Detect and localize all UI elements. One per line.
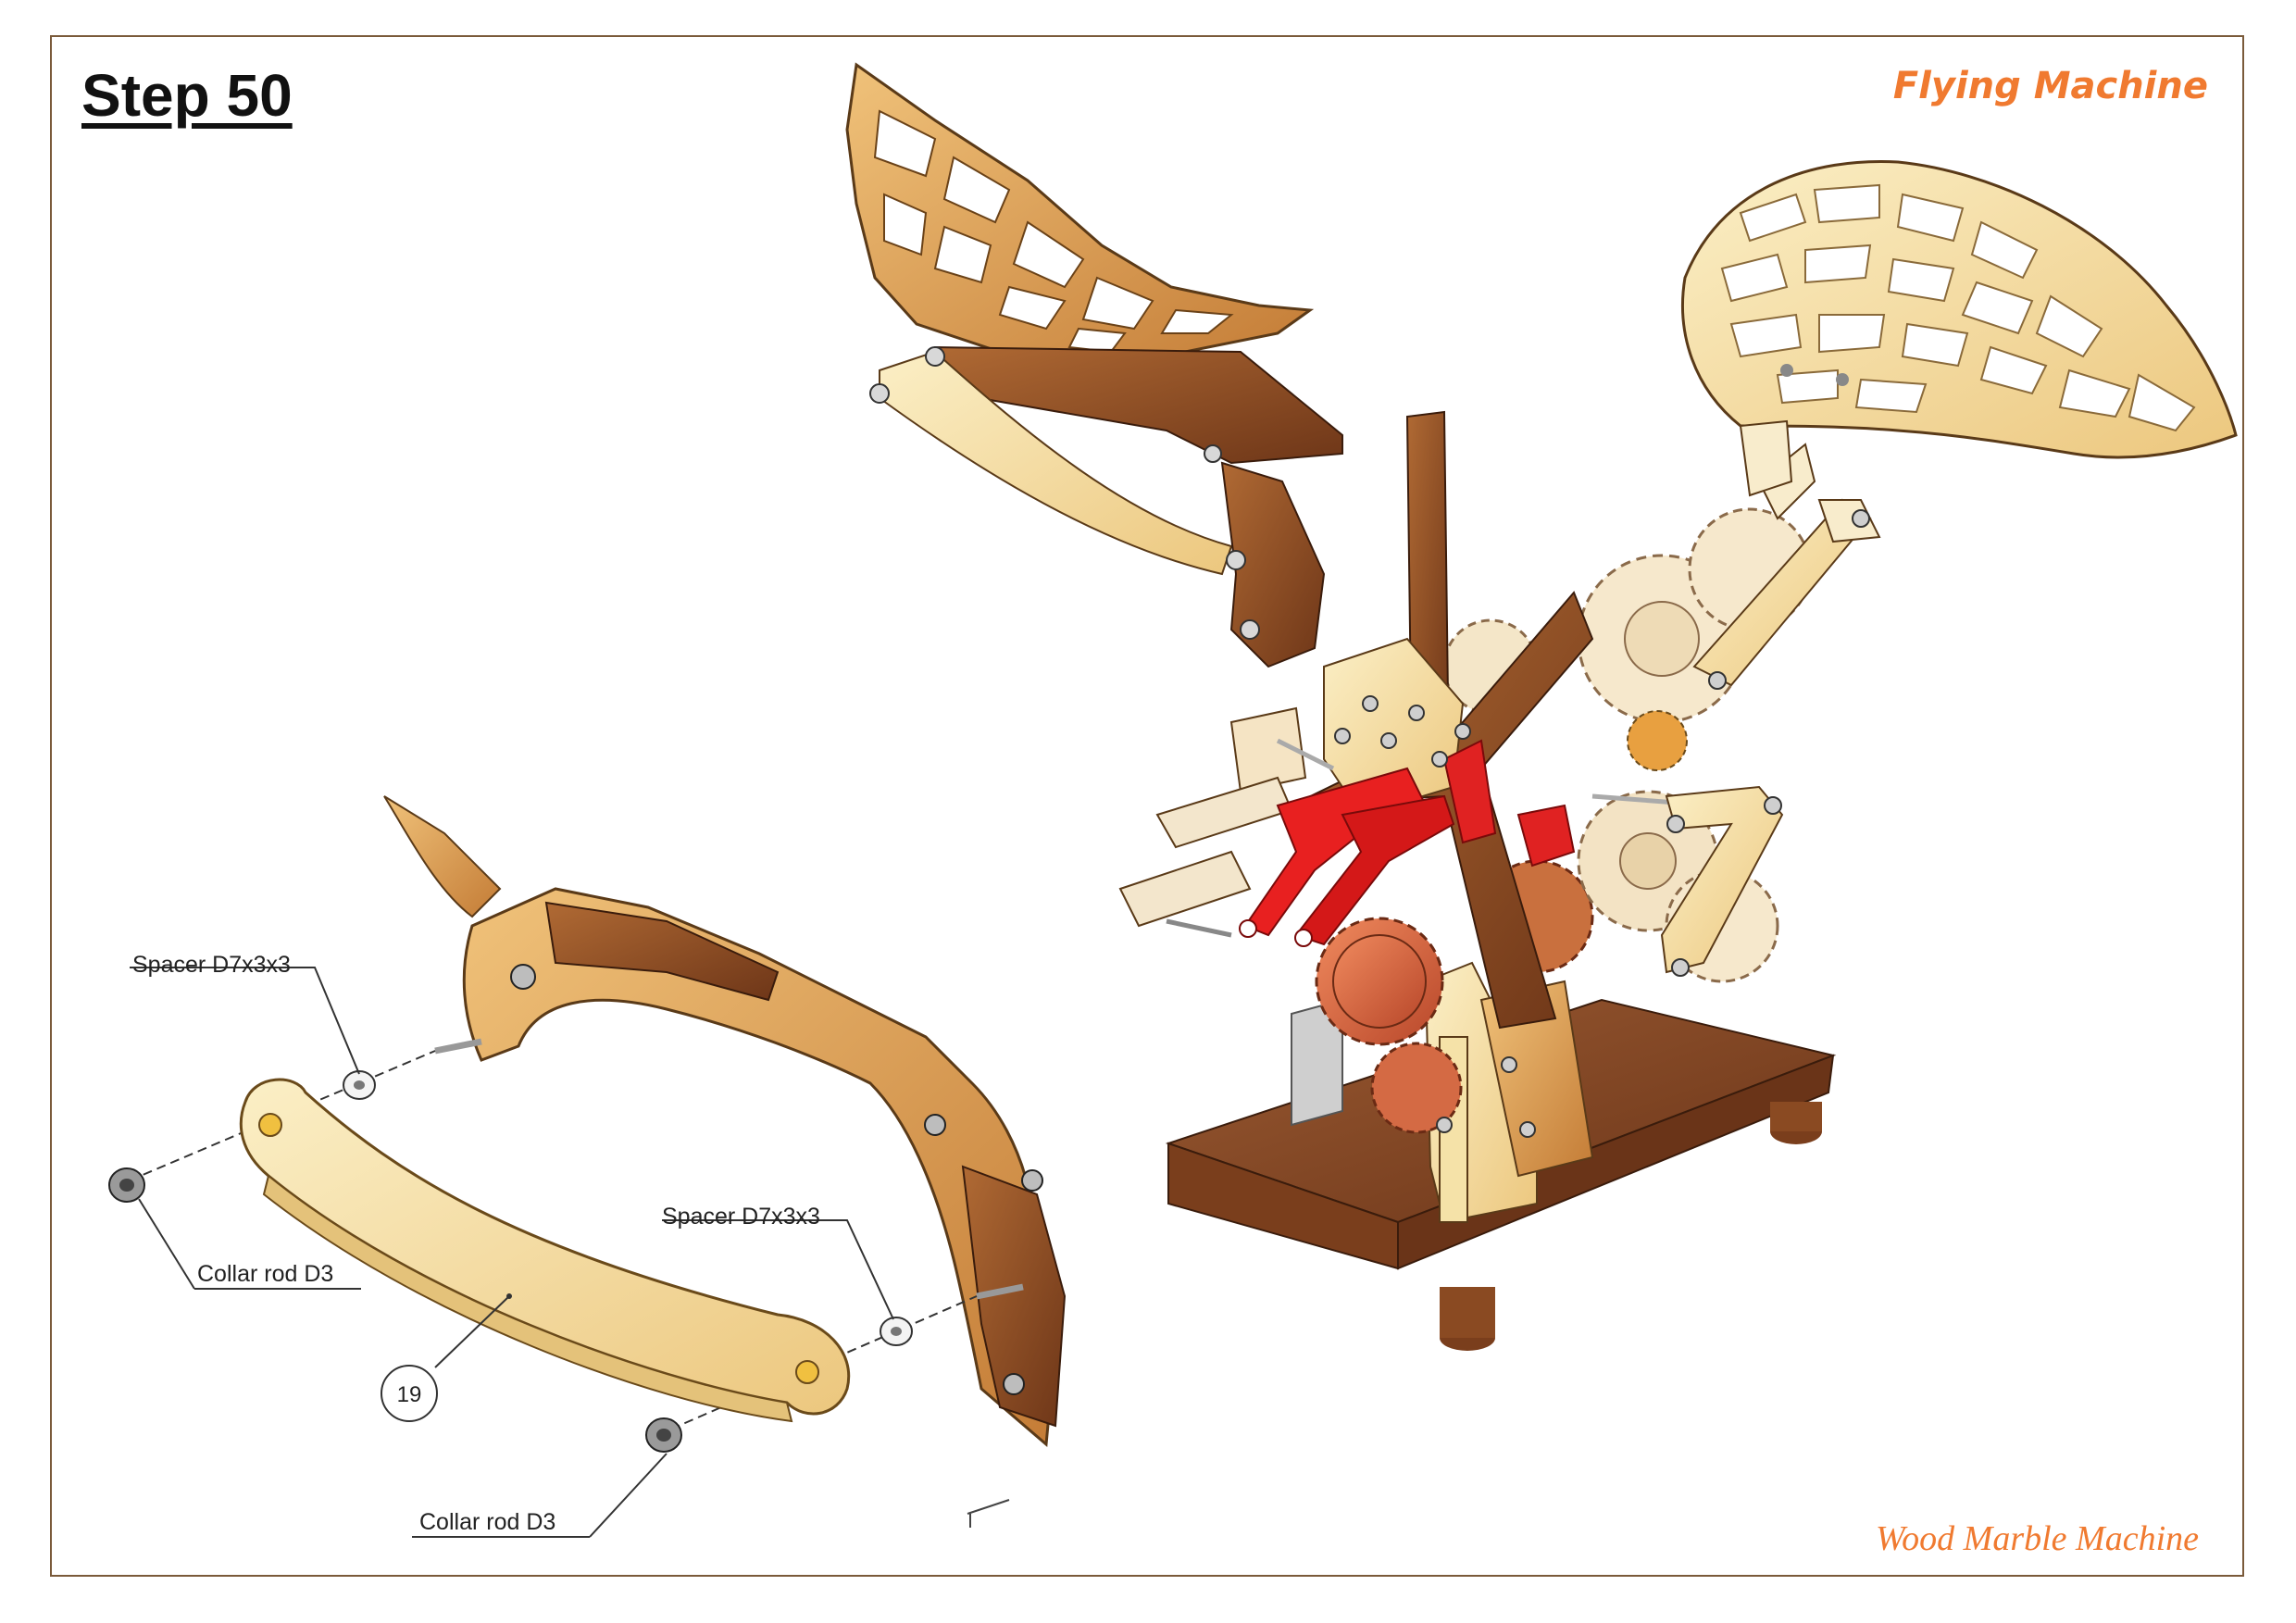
- collar-bottom: [645, 1417, 682, 1453]
- brand-signature: Wood Marble Machine: [1876, 1519, 2199, 1558]
- callout-spacer-lower: Spacer D7x3x3: [662, 1204, 820, 1230]
- leader-lines: [130, 967, 894, 1538]
- collar-left: [108, 1167, 145, 1203]
- bolts: [1334, 509, 1870, 1138]
- part-number: 19: [397, 1382, 422, 1407]
- callout-collar-bottom: Collar rod D3: [419, 1509, 556, 1535]
- rod-pin-lower: [976, 1283, 1024, 1300]
- rod-pin-upper: [434, 1038, 482, 1055]
- right-linkage: [1660, 443, 1881, 974]
- project-title: Flying Machine: [1892, 65, 2208, 107]
- spacer-lower: [880, 1317, 913, 1346]
- exploded-detail: 19: [108, 795, 1067, 1538]
- part-balloon: 19: [381, 1293, 512, 1422]
- step-title: Step 50: [81, 62, 293, 129]
- frame-uprights: [1424, 961, 1594, 1224]
- left-wing: [845, 62, 1343, 668]
- main-assembly: [845, 62, 2238, 1351]
- spacer-upper: [343, 1070, 376, 1100]
- callout-collar-left: Collar rod D3: [197, 1261, 334, 1287]
- slider-block: [1229, 706, 1307, 793]
- callout-spacer-upper: Spacer D7x3x3: [132, 952, 291, 978]
- pivot-bolt: [510, 964, 536, 990]
- connecting-link-part-19: [239, 1078, 851, 1423]
- right-wing: [1681, 159, 2238, 497]
- red-lever-assembly: [1239, 739, 1576, 947]
- drawing-frame: [50, 35, 2244, 1577]
